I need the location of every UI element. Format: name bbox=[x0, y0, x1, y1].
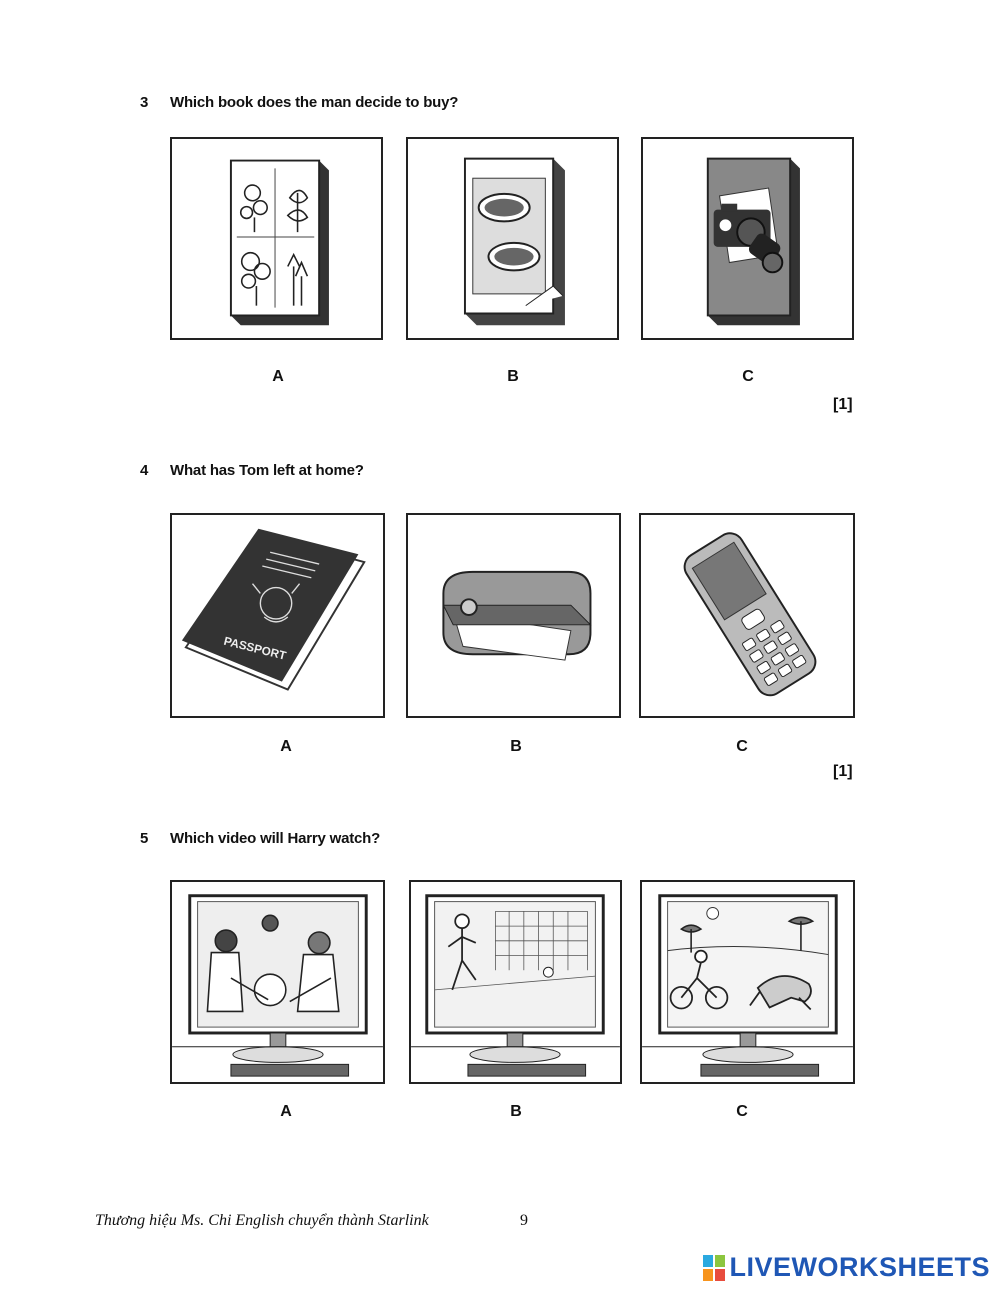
mobile-phone-image bbox=[683, 532, 817, 697]
q4-option-c-image[interactable] bbox=[639, 513, 855, 718]
q4-option-b-label: B bbox=[510, 738, 522, 755]
q3-option-b-image[interactable] bbox=[406, 137, 619, 340]
q3-option-a-image[interactable] bbox=[170, 137, 383, 340]
question-3-number: 3 bbox=[140, 94, 149, 111]
q5-option-c-label: C bbox=[736, 1103, 748, 1120]
q5-option-b-label: B bbox=[510, 1103, 522, 1120]
music-band-video-image bbox=[172, 894, 383, 1077]
q3-option-a-label: A bbox=[272, 368, 284, 385]
q3-option-c-label: C bbox=[742, 368, 754, 385]
q4-option-a-image[interactable]: PASSPORT bbox=[170, 513, 385, 718]
question-5-text: Which video will Harry watch? bbox=[170, 830, 381, 847]
q3-option-c-image[interactable] bbox=[641, 137, 854, 340]
q5-option-c-image[interactable] bbox=[640, 880, 855, 1084]
q4-mark: [1] bbox=[833, 763, 853, 780]
question-5-number: 5 bbox=[140, 830, 149, 847]
q4-option-a-label: A bbox=[280, 738, 292, 755]
page-number: 9 bbox=[520, 1212, 528, 1229]
q5-option-b-image[interactable] bbox=[409, 880, 622, 1084]
q4-option-c-label: C bbox=[736, 738, 748, 755]
footer-text: Thương hiệu Ms. Chi English chuyển thành… bbox=[95, 1212, 429, 1229]
question-4-number: 4 bbox=[140, 462, 149, 479]
q4-option-b-image[interactable] bbox=[406, 513, 621, 718]
passport-image: PASSPORT bbox=[181, 528, 366, 691]
wallet-image bbox=[442, 570, 592, 661]
plant-book-image bbox=[229, 159, 329, 326]
q5-option-a-label: A bbox=[280, 1103, 292, 1120]
cookbook-image bbox=[463, 157, 565, 326]
q5-option-a-image[interactable] bbox=[170, 880, 385, 1084]
football-video-image bbox=[411, 894, 620, 1077]
question-4-text: What has Tom left at home? bbox=[170, 462, 364, 479]
wildlife-video-image bbox=[642, 894, 853, 1077]
question-3-text: Which book does the man decide to buy? bbox=[170, 94, 459, 111]
liveworksheets-wordmark: LIVEWORKSHEETS bbox=[729, 1252, 990, 1282]
photography-book-image bbox=[706, 157, 800, 326]
liveworksheets-icon bbox=[703, 1254, 726, 1281]
q3-option-b-label: B bbox=[507, 368, 519, 385]
q3-mark: [1] bbox=[833, 396, 853, 413]
liveworksheets-logo[interactable]: LIVEWORKSHEETS bbox=[703, 1252, 990, 1283]
